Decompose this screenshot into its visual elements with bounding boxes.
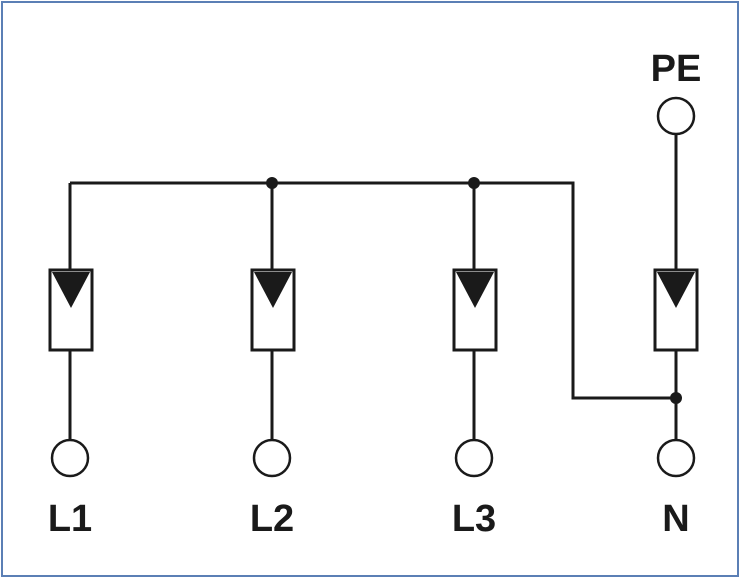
junction-node-l3: [468, 177, 480, 189]
terminal-n-icon: [656, 438, 696, 478]
surge-protector-l1: [48, 268, 94, 352]
arrow-down-icon: [254, 272, 292, 308]
junction-node-l2: [266, 177, 278, 189]
surge-protector-pe: [653, 268, 699, 352]
label-pe: PE: [650, 48, 702, 90]
terminal-l3-icon: [454, 438, 494, 478]
label-l1: L1: [47, 498, 93, 540]
surge-protector-l3: [452, 268, 498, 352]
terminal-l1-icon: [50, 438, 90, 478]
label-l3: L3: [451, 498, 497, 540]
arrow-down-icon: [456, 272, 494, 308]
junction-node-n: [670, 392, 682, 404]
terminal-pe-icon: [656, 96, 696, 136]
arrow-down-icon: [657, 272, 695, 308]
arrow-down-icon: [52, 272, 90, 308]
label-l2: L2: [249, 498, 295, 540]
common-bus-wire: [70, 181, 676, 400]
terminal-l2-icon: [252, 438, 292, 478]
label-n: N: [662, 498, 690, 540]
surge-protector-l2: [250, 268, 296, 352]
